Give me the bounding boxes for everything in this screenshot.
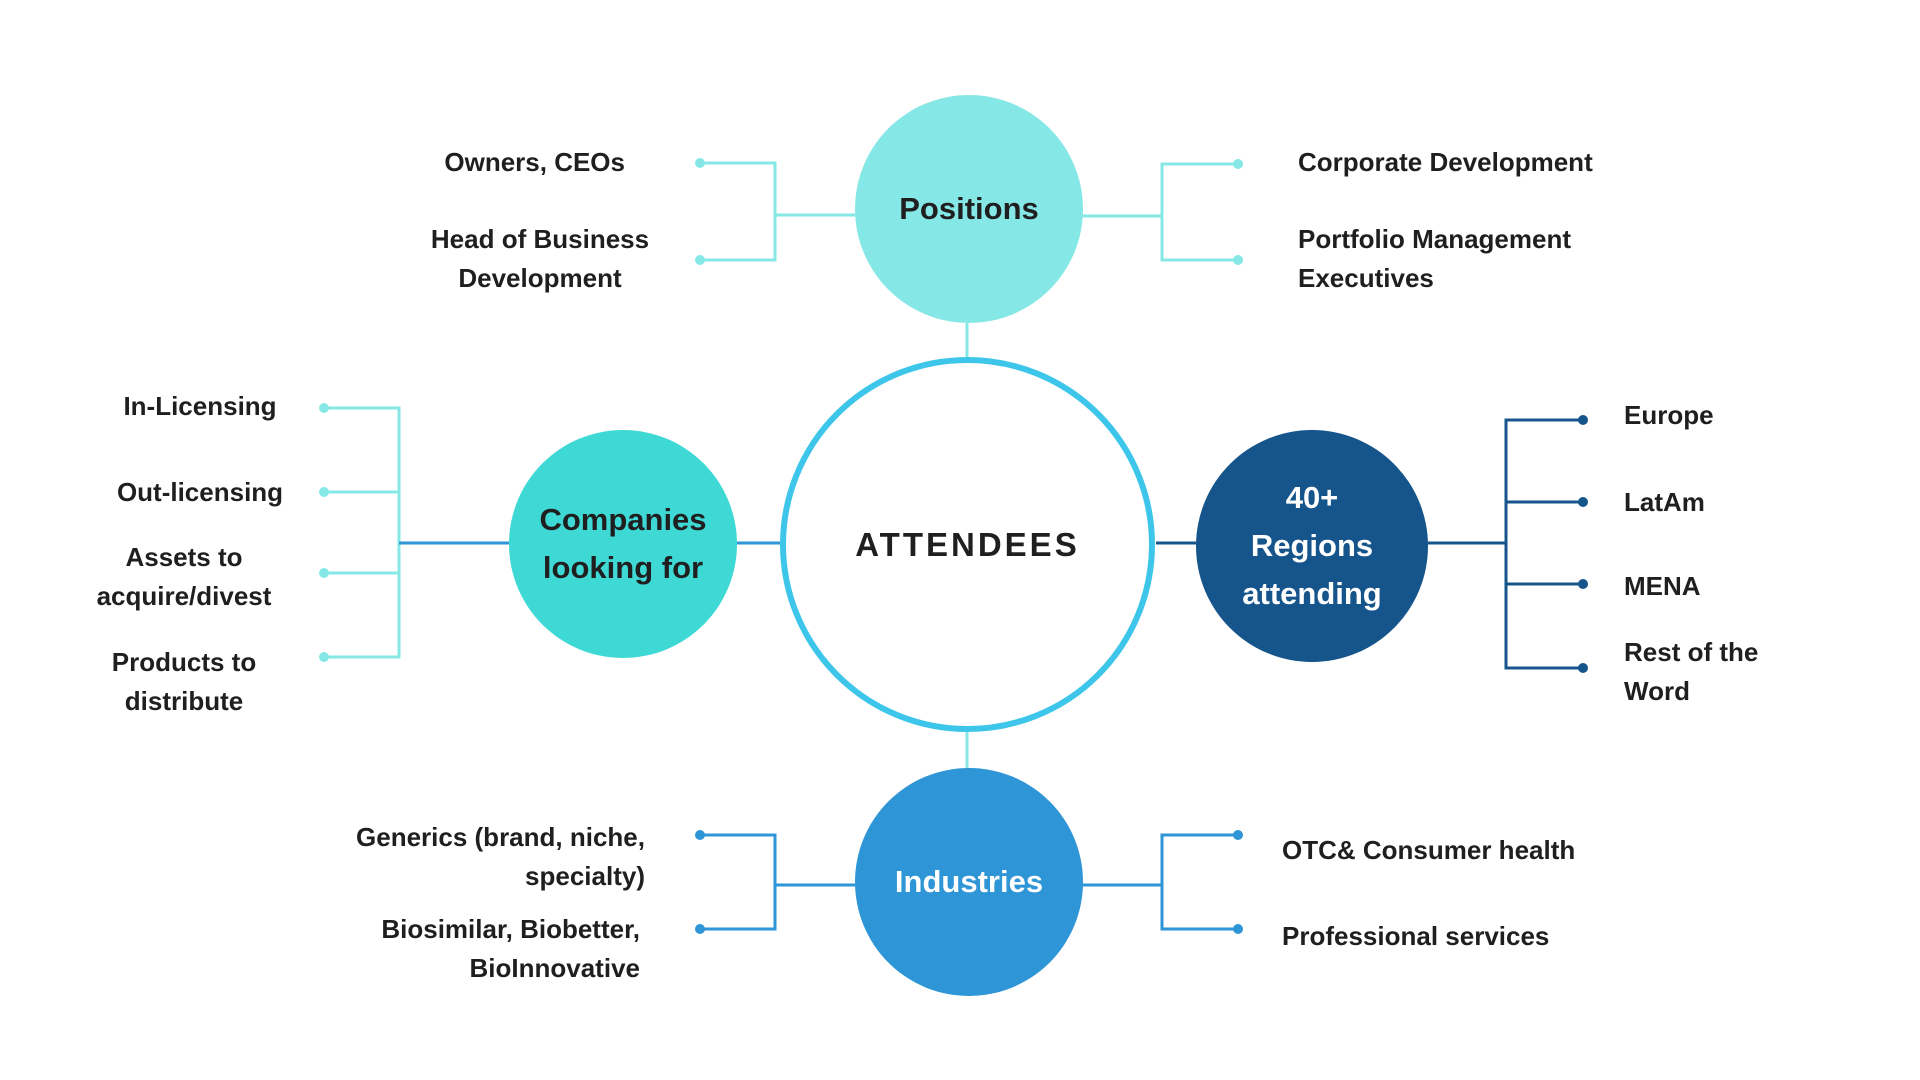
regions-label-line-2: Regions — [1250, 528, 1374, 563]
positions-label: Positions — [899, 191, 1039, 226]
positions-item-head-bd-line-1: Head of Business — [430, 224, 650, 254]
regions-label-line-3: attending — [1242, 576, 1382, 611]
industries-item-biosimilar-line-1: Biosimilar, Biobetter, — [381, 914, 640, 944]
industries-item-professional: Professional services — [1282, 917, 1549, 956]
regions-item-europe: Europe — [1624, 396, 1714, 435]
positions-connectors — [700, 161, 1238, 360]
companies-label-line-1: Companies — [539, 502, 707, 537]
industries-item-biosimilar-line-2: BioInnovative — [469, 953, 640, 983]
companies-item-in-licensing-text: In-Licensing — [123, 391, 277, 421]
companies-item-products: Products to distribute — [75, 643, 293, 721]
companies-dots — [319, 403, 329, 662]
regions-dots — [1578, 415, 1588, 673]
industries-item-otc: OTC& Consumer health — [1282, 831, 1575, 870]
industries-item-otc-text: OTC& Consumer health — [1282, 835, 1576, 865]
positions-item-owners: Owners, CEOs — [444, 143, 625, 182]
regions-item-rest-line-2: Word — [1624, 676, 1690, 706]
companies-item-out-licensing-text: Out-licensing — [116, 477, 284, 507]
companies-item-products-line-2: distribute — [124, 686, 244, 716]
companies-item-in-licensing: In-Licensing — [85, 387, 315, 426]
center-circle: ATTENDEES — [780, 357, 1155, 732]
positions-item-corp-dev-text: Corporate Development — [1298, 147, 1593, 177]
industries-item-professional-text: Professional services — [1282, 921, 1550, 951]
industries-connectors — [700, 730, 1238, 931]
companies-item-assets-line-1: Assets to — [125, 542, 243, 572]
regions-item-mena: MENA — [1624, 567, 1701, 606]
regions-item-latam: LatAm — [1624, 483, 1705, 522]
companies-item-out-licensing: Out-licensing — [85, 473, 315, 512]
companies-item-assets-line-2: acquire/divest — [96, 581, 272, 611]
regions-item-mena-text: MENA — [1624, 571, 1701, 601]
regions-circle: 40+ Regions attending — [1196, 430, 1428, 662]
positions-item-head-bd-line-2: Development — [458, 263, 622, 293]
industries-dots — [695, 830, 1243, 934]
regions-item-rest: Rest of the Word — [1624, 633, 1758, 711]
positions-item-owners-text: Owners, CEOs — [444, 147, 625, 177]
positions-item-portfolio: Portfolio Management Executives — [1298, 220, 1571, 298]
industries-item-generics: Generics (brand, niche, specialty) — [356, 818, 645, 896]
regions-label-line-1: 40+ — [1285, 480, 1339, 515]
regions-item-rest-line-1: Rest of the — [1624, 637, 1759, 667]
companies-connectors — [324, 406, 780, 659]
positions-circle: Positions — [855, 95, 1083, 323]
industries-circle: Industries — [855, 768, 1083, 996]
regions-item-europe-text: Europe — [1624, 400, 1714, 430]
positions-item-portfolio-line-2: Executives — [1298, 263, 1434, 293]
center-label: ATTENDEES — [855, 525, 1080, 563]
companies-item-products-line-1: Products to — [111, 647, 257, 677]
positions-item-portfolio-line-1: Portfolio Management — [1298, 224, 1572, 254]
industries-item-generics-line-1: Generics (brand, niche, — [356, 822, 645, 852]
industries-label: Industries — [894, 864, 1044, 899]
regions-item-latam-text: LatAm — [1624, 487, 1705, 517]
industries-item-biosimilar: Biosimilar, Biobetter, BioInnovative — [381, 910, 640, 988]
positions-item-head-bd: Head of Business Development — [400, 220, 680, 298]
positions-item-corp-dev: Corporate Development — [1298, 143, 1593, 182]
regions-connectors — [1156, 418, 1583, 670]
positions-dots — [695, 158, 1243, 265]
companies-label-line-2: looking for — [542, 550, 704, 585]
companies-circle: Companies looking for — [509, 430, 737, 658]
industries-item-generics-line-2: specialty) — [525, 861, 645, 891]
companies-item-assets: Assets to acquire/divest — [75, 538, 293, 616]
